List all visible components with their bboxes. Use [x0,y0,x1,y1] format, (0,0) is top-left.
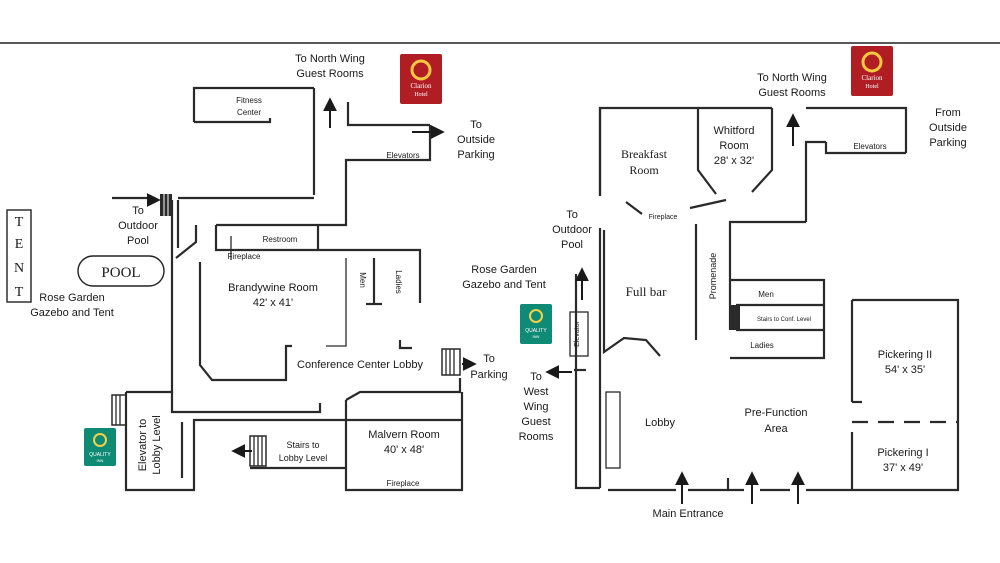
clarion-logo-right: Clarion Hotel [851,46,893,96]
elevator-small-label: Elevator [574,320,581,346]
malvern-room-size: 40' x 48' [384,444,424,456]
outdoor-pool-right-2: Outdoor [552,224,592,236]
elevator-lobby-level-1: Elevator to [137,419,149,472]
whitford-room-1: Whitford [714,125,755,137]
malvern-room-name: Malvern Room [368,429,440,441]
from-parking-1: From [935,107,961,119]
west-wing-3: Wing [523,401,548,413]
prefunction-1: Pre-Function [745,407,808,419]
from-parking-3: Parking [929,137,966,149]
svg-text:Hotel: Hotel [414,92,428,98]
stairs-conf-level [730,305,740,330]
outside-parking-left-2: Outside [457,134,495,146]
lobby-label: Lobby [645,417,675,429]
ladies-label-left: Ladies [394,270,403,294]
tent-letter-e: E [15,237,24,252]
brandywine-room-size: 42' x 41' [253,297,293,309]
rose-garden-left-2: Gazebo and Tent [30,307,114,319]
pickering-i-name: Pickering I [877,447,928,459]
to-parking-2: Parking [470,369,507,381]
north-wing-label-right-2: Guest Rooms [758,87,826,99]
quality-logo-right: QUALITY INN [520,304,552,344]
stairs-lobby-label-2: Lobby Level [279,453,328,463]
west-wing-5: Rooms [519,431,554,443]
outdoor-pool-left-2: Outdoor [118,220,158,232]
stairs-pool-left [160,194,172,216]
rose-garden-right-2: Gazebo and Tent [462,279,546,291]
fireplace-small-label: Fireplace [228,252,261,261]
elevators-label-left: Elevators [386,151,419,160]
elevators-label-right: Elevators [853,142,886,151]
full-bar-label: Full bar [626,284,667,299]
left-building-walls [112,86,464,492]
stairs-lobby-level [249,435,267,467]
arrows-left [146,97,477,458]
outdoor-pool-left-1: To [132,205,144,217]
svg-text:QUALITY: QUALITY [525,328,547,334]
arrows-right [545,113,805,504]
prefunction-2: Area [764,423,788,435]
right-building-walls [569,106,960,492]
promenade-label: Promenade [708,253,718,300]
men-label-right: Men [758,290,774,299]
pickering-ii-size: 54' x 35' [885,364,925,376]
clarion-logo-left: Clarion Hotel [400,54,442,104]
svg-text:QUALITY: QUALITY [89,452,111,458]
pickering-i-size: 37' x 49' [883,462,923,474]
svg-text:INN: INN [97,458,104,463]
fireplace-malvern-label: Fireplace [387,479,420,488]
tent-letter-t2: T [15,285,24,300]
rose-garden-right-1: Rose Garden [471,264,536,276]
pickering-ii-name: Pickering II [878,349,932,361]
stairs-conf-label: Stairs to Conf. Level [757,317,811,323]
tent-letter-t: T [15,215,24,230]
to-parking-1: To [483,353,495,365]
ladies-label-right: Ladies [750,341,774,350]
outdoor-pool-right-3: Pool [561,239,583,251]
svg-text:Clarion: Clarion [411,82,432,90]
breakfast-room-2: Room [629,163,659,177]
outdoor-pool-left-3: Pool [127,235,149,247]
elevator-block-left [111,394,127,426]
west-wing-1: To [530,371,542,383]
svg-text:Hotel: Hotel [865,84,879,90]
svg-text:Clarion: Clarion [862,74,883,82]
whitford-room-3: 28' x 32' [714,155,754,167]
tent-letter-n: N [14,261,24,276]
west-wing-2: West [524,386,549,398]
pool-shape [77,255,165,287]
breakfast-room-1: Breakfast [621,147,668,161]
pool-label: POOL [101,265,140,281]
whitford-room-2: Room [719,140,748,152]
fitness-center-label: Fitness [236,96,262,105]
fireplace-right-label: Fireplace [649,214,678,221]
outside-parking-left-3: Parking [457,149,494,161]
outside-parking-left-1: To [470,119,482,131]
north-wing-label-left: To North Wing [295,53,365,65]
conference-lobby-label: Conference Center Lobby [297,359,423,371]
brandywine-room-name: Brandywine Room [228,282,318,294]
stairs-conference [441,348,461,376]
from-parking-2: Outside [929,122,967,134]
quality-logo-left: QUALITY INN [84,428,116,466]
tent-box [6,209,32,303]
west-wing-4: Guest [521,416,550,428]
restroom-label: Restroom [263,235,298,244]
main-entrance-label: Main Entrance [653,508,724,520]
fitness-center-label-2: Center [237,108,261,117]
north-wing-label-right-1: To North Wing [757,72,827,84]
stairs-lobby-label-1: Stairs to [286,440,319,450]
north-wing-label-left-2: Guest Rooms [296,68,364,80]
rose-garden-left-1: Rose Garden [39,292,104,304]
elevator-lobby-level-2: Lobby Level [151,415,163,474]
outdoor-pool-right-1: To [566,209,578,221]
svg-text:INN: INN [533,334,540,339]
men-label-left: Men [358,272,367,288]
